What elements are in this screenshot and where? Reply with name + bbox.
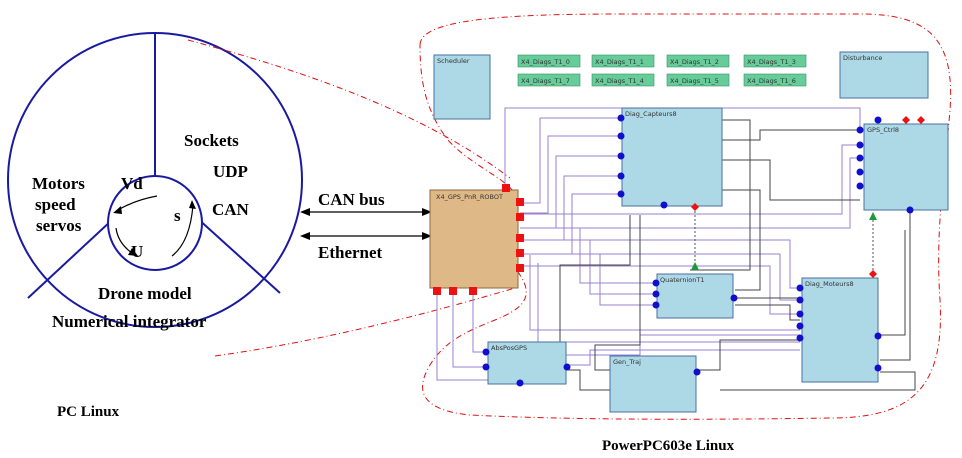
diag-tag: X4_Diags_T1_7: [517, 73, 581, 87]
red-diamonds: [691, 116, 925, 278]
block-abspos-label: AbsPosGPS: [491, 344, 527, 352]
label-motors: Motors: [32, 174, 85, 193]
svg-text:X4_Diags_T1_6: X4_Diags_T1_6: [747, 77, 796, 85]
pc-linux-group: Motors speed servos Sockets UDP CAN Dron…: [7, 32, 303, 420]
robot-ports: [433, 184, 524, 295]
diag-tag: X4_Diags_T1_5: [666, 73, 730, 87]
label-speed: speed: [35, 195, 76, 214]
arrow-u-curve: [115, 227, 133, 254]
diag-tag: X4_Diags_T1_3: [743, 54, 807, 68]
block-gen-traj[interactable]: Gen_Traj: [609, 355, 697, 413]
block-scheduler[interactable]: Scheduler: [433, 54, 491, 120]
block-disturbance-label: Disturbance: [843, 54, 882, 62]
label-udp: UDP: [213, 162, 248, 181]
svg-text:X4_Diags_T1_2: X4_Diags_T1_2: [670, 58, 719, 66]
arrow-u-head: [128, 248, 138, 256]
can-bus-label: CAN bus: [318, 190, 385, 209]
ethernet-label: Ethernet: [318, 243, 383, 262]
diag-tags: X4_Diags_T1_0 X4_Diags_T1_1 X4_Diags_T1_…: [517, 54, 807, 87]
green-markers: [691, 212, 877, 270]
label-sockets: Sockets: [184, 131, 239, 150]
ethernet-arrow-right: [422, 232, 432, 240]
block-gps-ctrl-label: GPS_Ctrl8: [867, 126, 899, 134]
zoom-line-bottom: [214, 287, 516, 357]
block-gen-traj-label: Gen_Traj: [613, 358, 641, 366]
block-disturbance[interactable]: Disturbance: [839, 51, 929, 99]
block-diag-capteurs-label: Diag_Capteurs8: [625, 110, 677, 118]
block-quaternion-label: QuaternionT1: [660, 276, 704, 284]
diag-tag: X4_Diags_T1_6: [743, 73, 807, 87]
block-gps-ctrl[interactable]: GPS_Ctrl8: [863, 123, 949, 211]
diag-tag: X4_Diags_T1_1: [591, 54, 655, 68]
link-arrows: CAN bus Ethernet: [300, 190, 432, 262]
block-diag-capteurs[interactable]: Diag_Capteurs8: [621, 107, 723, 207]
label-drone-model: Drone model: [98, 284, 192, 303]
block-robot[interactable]: X4_GPS_PnR_ROBOT: [429, 189, 519, 289]
svg-text:X4_Diags_T1_1: X4_Diags_T1_1: [595, 58, 644, 66]
block-quaternion[interactable]: QuaternionT1: [656, 273, 734, 319]
can-bus-arrow-right: [422, 208, 432, 216]
label-s: s: [174, 206, 181, 225]
label-can: CAN: [212, 200, 250, 219]
arrow-s-curve: [171, 204, 194, 257]
pc-inner-circle: [107, 175, 203, 271]
diag-tag: X4_Diags_T1_0: [517, 54, 581, 68]
label-numerical-integrator: Numerical integrator: [52, 312, 207, 331]
svg-text:X4_Diags_T1_5: X4_Diags_T1_5: [670, 77, 719, 85]
block-robot-label: X4_GPS_PnR_ROBOT: [436, 193, 503, 201]
label-servos: servos: [36, 216, 82, 235]
svg-text:X4_Diags_T1_0: X4_Diags_T1_0: [521, 58, 570, 66]
diag-tag: X4_Diags_T1_4: [591, 73, 655, 87]
can-bus-arrow-left: [300, 208, 310, 216]
wires-dark: [559, 119, 916, 391]
blue-ports: [482, 114, 914, 387]
label-vd: Vd: [121, 174, 143, 193]
block-diag-moteurs-label: Diag_Moteurs8: [805, 280, 854, 288]
powerpc-region: [419, 13, 952, 420]
ethernet-arrow-left: [300, 232, 310, 240]
svg-text:X4_Diags_T1_3: X4_Diags_T1_3: [747, 58, 796, 66]
label-u: U: [131, 242, 143, 261]
block-diag-moteurs[interactable]: Diag_Moteurs8: [801, 277, 879, 383]
block-scheduler-label: Scheduler: [437, 57, 470, 65]
arrow-s-head: [189, 200, 196, 209]
powerpc-title: PowerPC603e Linux: [602, 438, 735, 454]
pc-linux-title: PC Linux: [57, 404, 120, 420]
svg-text:X4_Diags_T1_7: X4_Diags_T1_7: [521, 77, 570, 85]
block-abspos[interactable]: AbsPosGPS: [487, 341, 567, 385]
diag-tag: X4_Diags_T1_2: [666, 54, 730, 68]
arrow-vd-head: [113, 206, 122, 214]
svg-text:X4_Diags_T1_4: X4_Diags_T1_4: [595, 77, 644, 85]
